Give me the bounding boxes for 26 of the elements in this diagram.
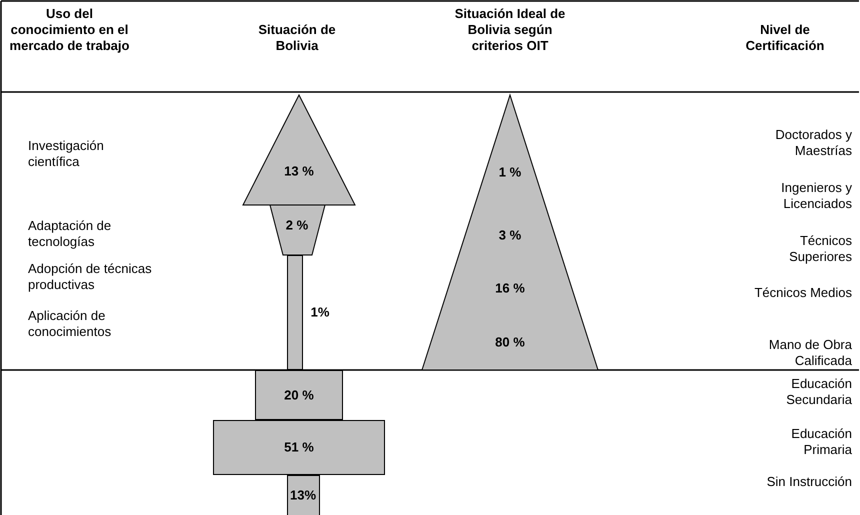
column-header: Situación Ideal de Bolivia según criterios OIT [454,6,566,54]
row-label: Adaptación de tecnologías [28,218,112,250]
percentage-label: 3 % [498,228,522,242]
percentage-label: 1% [310,304,330,320]
percentage-label: 1 % [498,164,522,180]
percentage-label: 51 % [284,440,314,454]
percentage-label: 13% [290,488,316,502]
percentage-label: 13 % [284,164,314,178]
level-label: Educación Secundaria [785,376,852,408]
percentage-label: 2 % [286,218,308,232]
level-label: Técnicos Superiores [788,233,852,265]
level-label: Educación Primaria [790,426,852,458]
percentage-label: 80 % [495,334,525,350]
level-label: Mano de Obra Calificada [768,337,852,369]
column-header: Nivel de Certificación [744,22,826,54]
column-header: Uso del conocimiento en el mercado de trabajo [8,6,130,54]
row-label: Adopción de técnicas productivas [28,261,153,293]
level-label: Ingenieros y Licenciados [780,180,852,212]
level-label: Sin Instrucción [766,474,852,490]
column-header: Situación de Bolivia [257,22,337,54]
level-label: Técnicos Medios [753,285,852,301]
level-label: Doctorados y Maestrías [774,127,852,159]
percentage-label: 20 % [284,388,314,402]
row-label: Aplicación de conocimientos [28,308,112,340]
percentage-label: 16 % [495,280,525,296]
row-label: Investigación científica [28,138,105,170]
